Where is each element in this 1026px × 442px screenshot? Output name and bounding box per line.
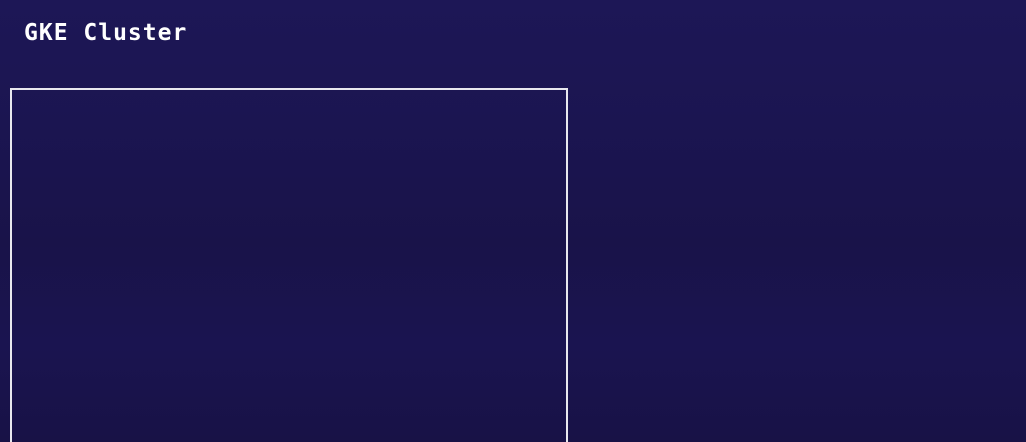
gke-cluster-boundary — [10, 88, 568, 442]
page-title: GKE Cluster — [24, 20, 188, 46]
